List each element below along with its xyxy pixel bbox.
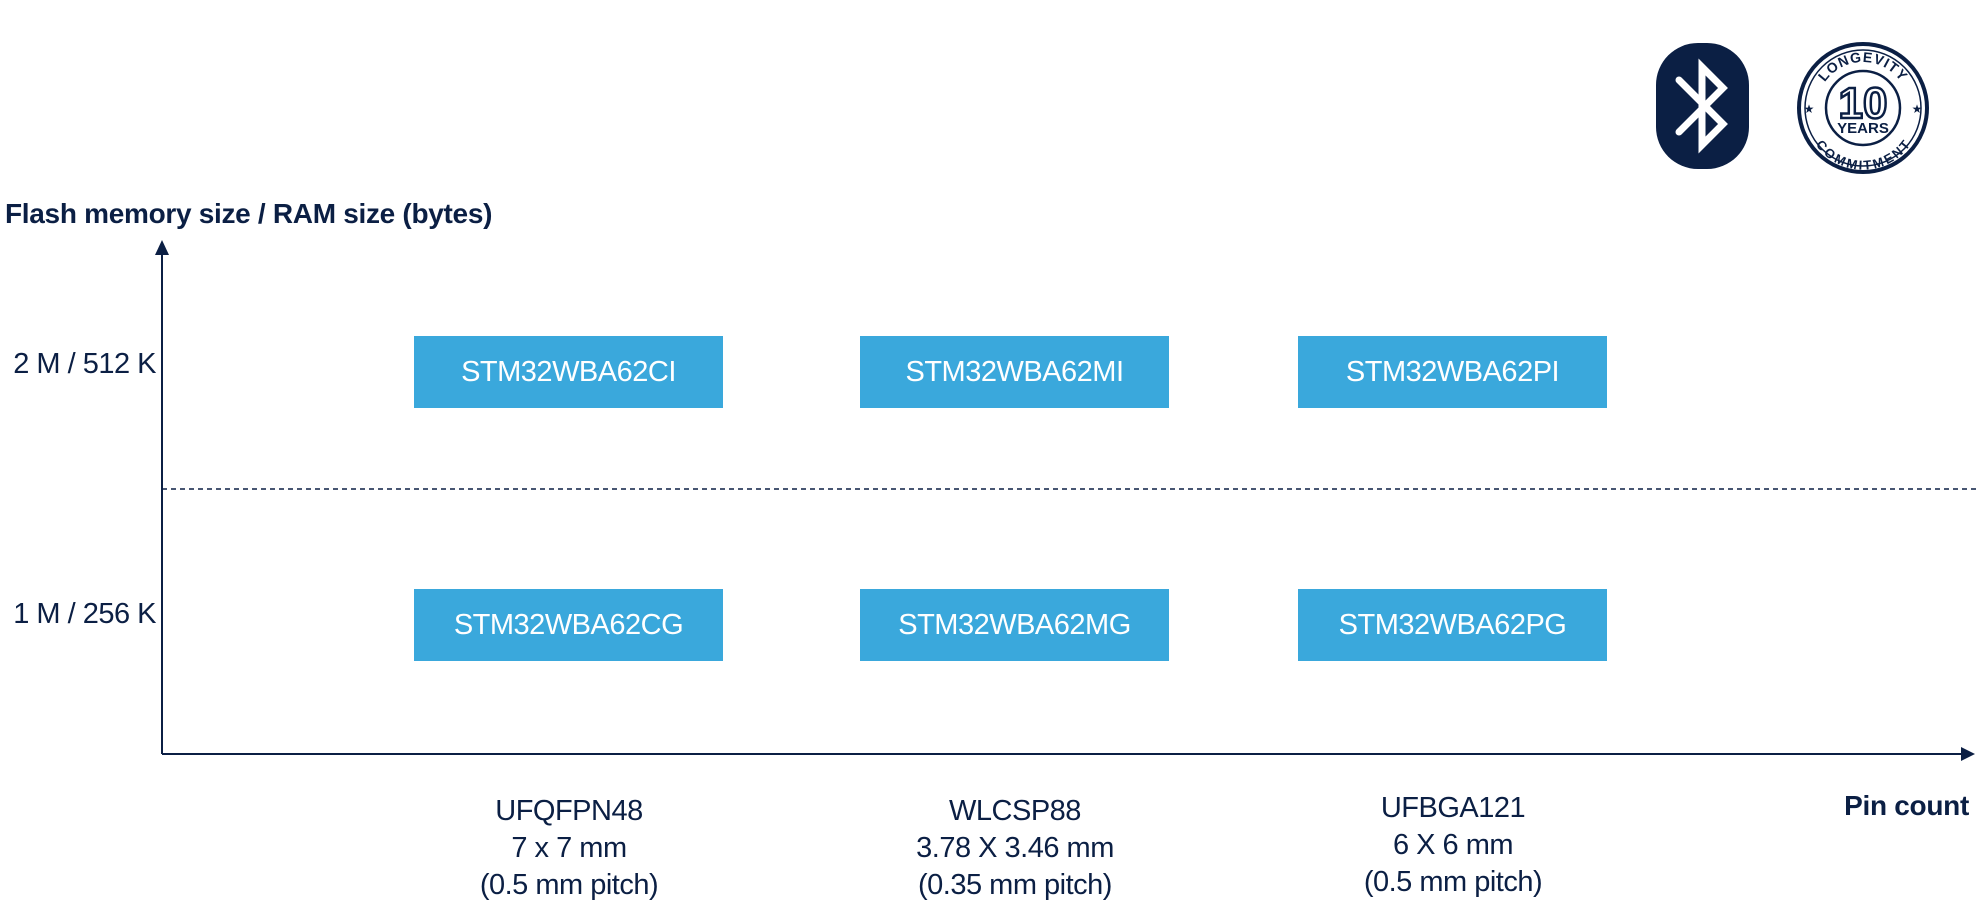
y-axis-arrow [155,240,169,255]
package-name: UFBGA121 [1380,792,1526,824]
bluetooth-icon [1656,43,1749,169]
package-pitch: (0.35 mm pitch) [918,869,1112,901]
part-box-stm32wba62cg: STM32WBA62CG [414,589,723,661]
part-box-stm32wba62pi: STM32WBA62PI [1298,336,1607,408]
package-pitch: (0.5 mm pitch) [479,869,659,901]
y-axis-title: Flash memory size / RAM size (bytes) [5,198,493,229]
y-label-1m-256k: 1 M / 256 K [13,598,156,630]
badge-number: 10 [1839,79,1888,128]
part-box-stm32wba62pg: STM32WBA62PG [1298,589,1607,661]
y-label-2m-512k: 2 M / 512 K [13,348,156,380]
package-size: 7 x 7 mm [511,832,627,864]
package-name: UFQFPN48 [495,795,643,827]
star-icon: ★ [1804,102,1815,116]
longevity-commitment-badge: LONGEVITY COMMITMENT 10 YEARS ★ ★ [1797,42,1929,174]
package-ufbga121: UFBGA121 6 X 6 mm (0.5 mm pitch) [1293,790,1613,901]
package-name: WLCSP88 [949,795,1081,827]
part-box-stm32wba62ci: STM32WBA62CI [414,336,723,408]
badge-years: YEARS [1837,120,1889,137]
package-size: 6 X 6 mm [1392,829,1514,861]
part-box-stm32wba62mg: STM32WBA62MG [860,589,1169,661]
star-icon: ★ [1912,102,1923,116]
package-wlcsp88: WLCSP88 3.78 X 3.46 mm (0.35 mm pitch) [855,793,1175,904]
package-ufqfpn48: UFQFPN48 7 x 7 mm (0.5 mm pitch) [409,793,729,904]
package-pitch: (0.5 mm pitch) [1363,866,1543,898]
x-axis-arrow [1961,747,1975,761]
package-size: 3.78 X 3.46 mm [916,832,1114,864]
part-box-stm32wba62mi: STM32WBA62MI [860,336,1169,408]
x-axis-title: Pin count [1844,790,1969,821]
